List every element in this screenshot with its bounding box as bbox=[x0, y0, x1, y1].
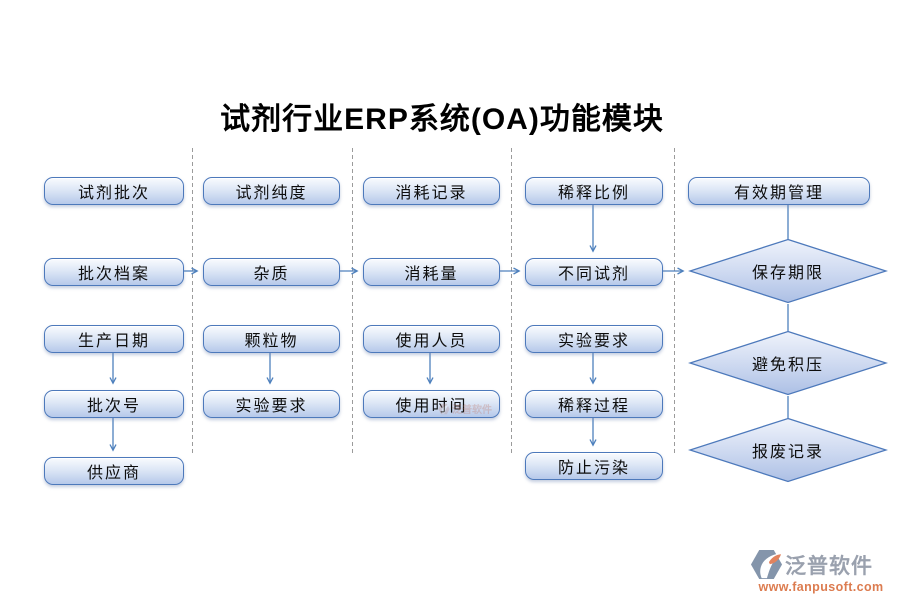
node-validity-management: 有效期管理 bbox=[688, 177, 870, 205]
node-particulates: 颗粒物 bbox=[203, 325, 340, 353]
node-dilution-ratio: 稀释比例 bbox=[525, 177, 663, 205]
node-batch-number: 批次号 bbox=[44, 390, 184, 418]
faint-watermark: 泛普软件 bbox=[438, 401, 492, 416]
column-separators bbox=[192, 148, 675, 455]
node-supplier: 供应商 bbox=[44, 457, 184, 485]
decision-scrap-record: 报废记录 bbox=[688, 417, 888, 483]
diamond-shape bbox=[688, 238, 888, 304]
node-batch-archive: 批次档案 bbox=[44, 258, 184, 286]
node-impurities: 杂质 bbox=[203, 258, 340, 286]
brand-url: www.fanpusoft.com bbox=[758, 580, 884, 594]
fanpu-logo-icon bbox=[750, 549, 783, 580]
node-dilution-process: 稀释过程 bbox=[525, 390, 663, 418]
node-consumption-amount: 消耗量 bbox=[363, 258, 500, 286]
diamond-shape bbox=[688, 417, 888, 483]
brand-name: 泛普软件 bbox=[785, 554, 873, 578]
diagram-title: 试剂行业ERP系统(OA)功能模块 bbox=[220, 103, 664, 136]
node-different-reagents: 不同试剂 bbox=[525, 258, 663, 286]
node-experiment-requirements: 实验要求 bbox=[203, 390, 340, 418]
node-contamination-prevention: 防止污染 bbox=[525, 452, 663, 480]
decision-avoid-backlog: 避免积压 bbox=[688, 330, 888, 396]
decision-label: 避免积压 bbox=[751, 357, 824, 374]
node-usage-time: 使用时间 bbox=[363, 390, 500, 418]
brand-row: 泛普软件 bbox=[750, 548, 892, 581]
decision-storage-period: 保存期限 bbox=[688, 238, 888, 304]
diamond-shape bbox=[688, 330, 888, 396]
node-reagent-purity: 试剂纯度 bbox=[203, 177, 340, 205]
node-reagent-batch: 试剂批次 bbox=[44, 177, 184, 205]
node-consumption-record: 消耗记录 bbox=[363, 177, 500, 205]
decision-label: 报废记录 bbox=[751, 444, 824, 461]
fanpu-logo-icon bbox=[438, 403, 450, 414]
decision-label: 保存期限 bbox=[751, 265, 824, 282]
flow-arrows-vertical bbox=[113, 204, 593, 450]
brand-watermark: 泛普软件 www.fanpusoft.com bbox=[750, 548, 892, 594]
node-user-personnel: 使用人员 bbox=[363, 325, 500, 353]
faint-watermark-brand: 泛普软件 bbox=[452, 405, 492, 416]
node-production-date: 生产日期 bbox=[44, 325, 184, 353]
node-experiment-requirements-2: 实验要求 bbox=[525, 325, 663, 353]
